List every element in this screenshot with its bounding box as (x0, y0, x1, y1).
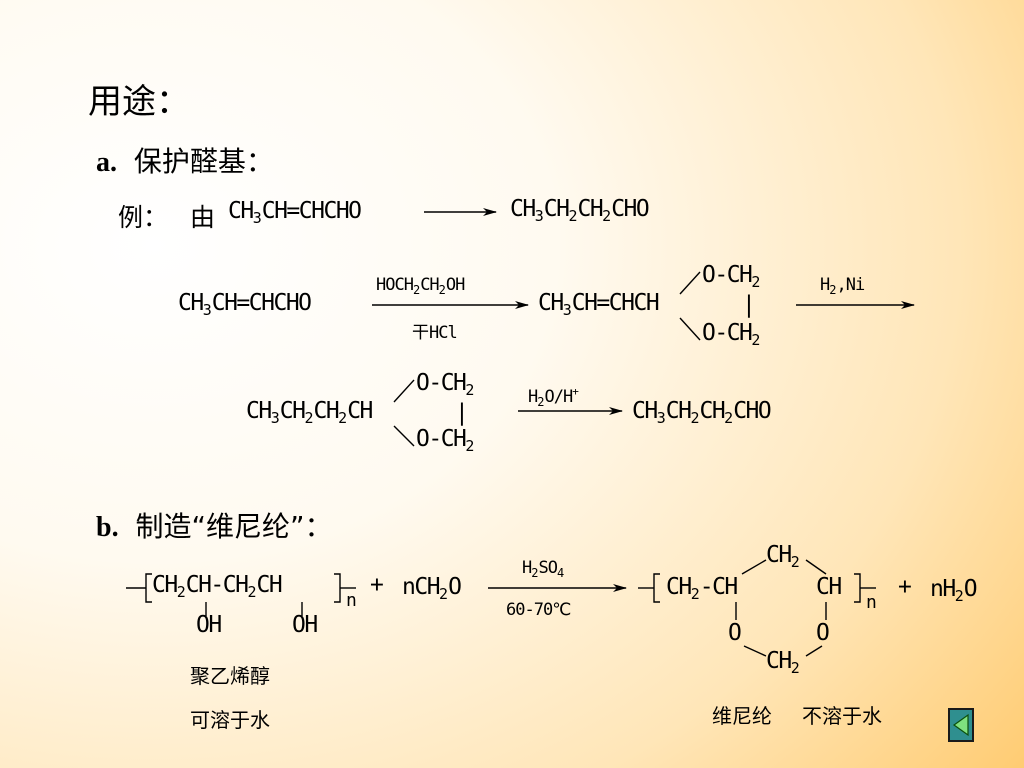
r2-bond-up (393, 379, 415, 403)
vinylon-bracket-right (854, 573, 861, 603)
r2-ring-bar: | (455, 400, 469, 426)
vinylon-ring-top: CH2 (766, 542, 800, 571)
vinylon-chain-right: CH (816, 574, 842, 600)
r2-ring-o-top: O-CH2 (416, 370, 475, 399)
vinylon-chain-left: CH2-CH (666, 574, 738, 603)
section-a-label: a. (96, 147, 117, 178)
vinylon-ring-o-right: O (816, 620, 830, 646)
section-a-title: 保护醛基： (133, 145, 274, 178)
vinylon-ring-o-left: O (728, 620, 742, 646)
vinylon-ring-bottom: CH2 (766, 648, 800, 677)
r1-ring-o-bottom: O-CH2 (702, 320, 761, 349)
propanal-formula: CH3CH2CH2CHO (510, 196, 650, 225)
page-title: 用途： (88, 82, 190, 122)
r1-bond-up (679, 271, 701, 295)
r1-reagent-h2ni: H2,Ni (820, 275, 865, 297)
acrolein-formula: CH3CH=CHCHO (228, 198, 362, 227)
r1-reagent-bottom: 干HCl (412, 323, 458, 343)
example-prefix: 例： (118, 203, 169, 232)
pva-bracket-right (334, 573, 341, 603)
vinylon-bond-tl (741, 559, 767, 575)
pva-subscript-n: n (346, 590, 357, 611)
vinylon-bond-br (805, 645, 823, 657)
r1-ring-o-top: O-CH2 (702, 262, 761, 291)
r2-acetal-core: CH3CH2CH2CH (246, 398, 373, 427)
section-b-title: 制造“维尼纶”： (135, 510, 333, 543)
example-by: 由 (190, 203, 216, 232)
section-b-heading: b. 制造“维尼纶”： (96, 505, 333, 545)
r1-reactant: CH3CH=CHCHO (178, 290, 312, 319)
vinylon-name: 维尼纶 (712, 704, 772, 728)
vinylon-bracket-left (653, 573, 660, 603)
r1-acetal-core: CH3CH=CHCH (538, 290, 660, 319)
section-b-label: b. (96, 512, 119, 543)
pva-chain: CH2CH-CH2CH (152, 572, 283, 601)
r2-ring-o-bottom: O-CH2 (416, 426, 475, 455)
vinylon-bond-tr (805, 559, 827, 575)
r1-ring-bar: | (742, 292, 756, 318)
formaldehyde-formula: nCH2O (402, 574, 462, 603)
plus-sign-1: + (370, 572, 384, 598)
r2-product: CH3CH2CH2CHO (632, 398, 772, 427)
r1-bond-down (679, 317, 701, 341)
r2-reagent: H2O/H+ (528, 385, 579, 409)
r1-reagent-top: HOCH2CH2OH (376, 275, 465, 297)
pva-oh-2: OH (292, 612, 318, 638)
pva-bracket-left (145, 573, 152, 603)
b-reagent-bottom: 60-70℃ (506, 600, 571, 620)
back-button[interactable] (948, 708, 974, 742)
vinylon-property: 不溶于水 (802, 704, 882, 728)
pva-oh-1: OH (196, 612, 222, 638)
pva-property: 可溶于水 (190, 708, 270, 732)
b-reagent-top: H2SO4 (522, 558, 565, 580)
vinylon-bond-bl (743, 645, 767, 657)
vinylon-subscript-n: n (866, 592, 877, 613)
plus-sign-2: + (898, 574, 912, 600)
section-a-heading: a. 保护醛基： (96, 140, 274, 180)
r2-bond-down (393, 425, 415, 447)
water-formula: nH2O (930, 576, 978, 605)
triangle-left-icon (952, 713, 969, 737)
pva-name: 聚乙烯醇 (190, 664, 270, 688)
